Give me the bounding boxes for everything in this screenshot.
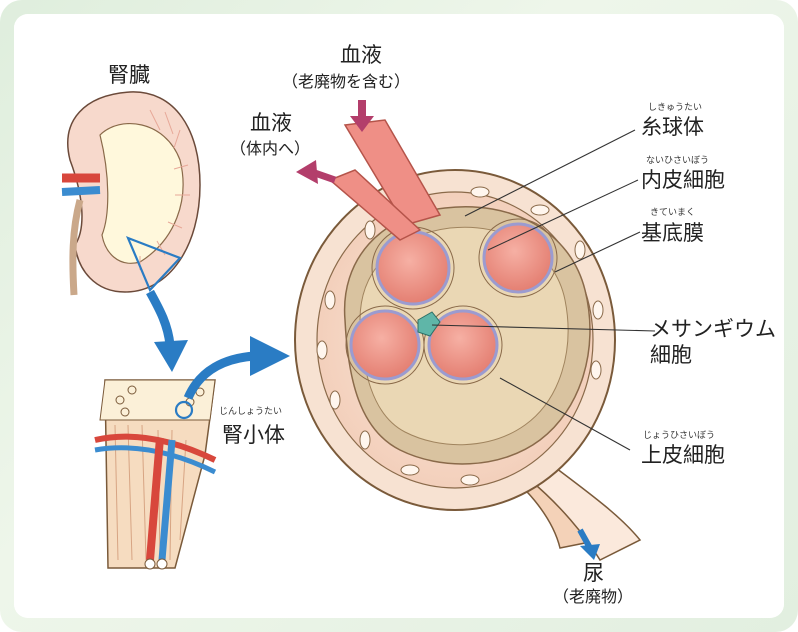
glomerulus-label: 糸球体	[641, 115, 704, 139]
mesangial-label-1: メサンギウム	[650, 317, 776, 341]
blood-out-note: （体内へ）	[230, 139, 310, 158]
blood-in-note: （老廃物を含む）	[282, 72, 410, 91]
renal-corpuscle-ruby: じんしょうたい	[219, 406, 282, 417]
blood-in-label: 血液	[340, 43, 382, 67]
zoom-arrow-1	[150, 292, 188, 372]
basement-ruby: きていまく	[650, 207, 695, 218]
renal-corpuscle-label: 腎小体	[222, 423, 285, 447]
mesangial-label-2: 細胞	[650, 343, 692, 367]
endothelial-label: 内皮細胞	[641, 168, 725, 192]
blood-out-arrow	[296, 160, 335, 184]
endothelial-ruby: ないひさいぼう	[646, 155, 709, 166]
renal-corpuscle	[295, 120, 640, 560]
cortex-section-illustration	[95, 380, 215, 569]
blood-out-label: 血液	[250, 111, 292, 135]
glomerulus-ruby: しきゅうたい	[648, 102, 702, 113]
kidney-illustration	[62, 92, 200, 295]
kidney-label: 腎臓	[108, 63, 150, 87]
epithelial-ruby: じょうひさいぼう	[643, 430, 715, 441]
urine-note: （老廃物）	[553, 587, 633, 606]
urine-label: 尿	[583, 561, 604, 585]
basement-label: 基底膜	[641, 221, 704, 245]
epithelial-label: 上皮細胞	[641, 443, 725, 467]
